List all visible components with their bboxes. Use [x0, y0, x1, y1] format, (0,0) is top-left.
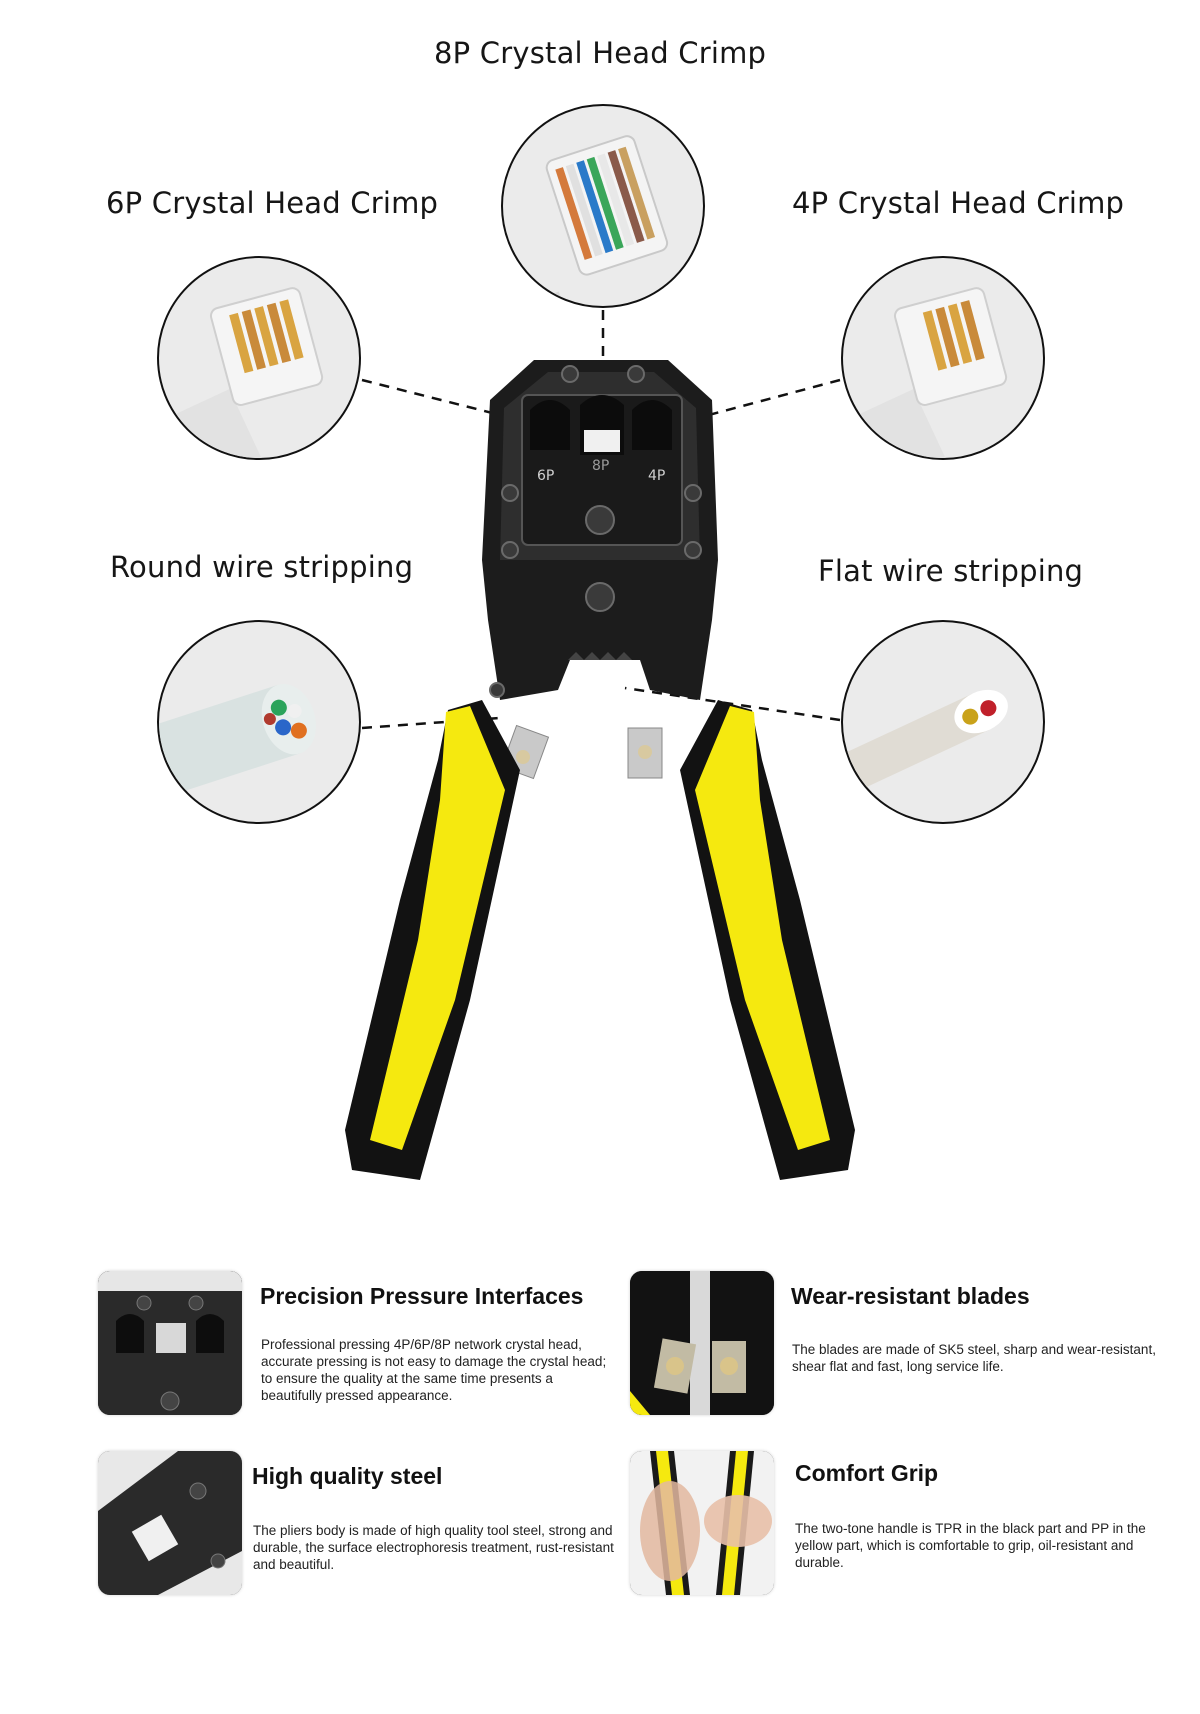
label-6p-crimp: 6P Crystal Head Crimp [106, 186, 439, 220]
6p-connector-image [157, 256, 361, 460]
feature-thumb-steel [98, 1451, 242, 1595]
label-4p-crimp: 4P Crystal Head Crimp [792, 186, 1125, 220]
4p-connector-image [841, 256, 1045, 460]
flat-cable-image [841, 620, 1045, 824]
feature-title-blades: Wear-resistant blades [791, 1283, 1030, 1309]
die-label-4p: 4P [648, 468, 665, 484]
label-round-wire-stripping: Round wire stripping [110, 550, 414, 584]
feature-title-comfort-grip: Comfort Grip [795, 1460, 939, 1486]
feature-thumb-blades [630, 1271, 774, 1415]
die-label-8p: 8P [592, 458, 609, 474]
feature-title-steel: High quality steel [252, 1463, 443, 1489]
die-label-6p: 6P [537, 468, 554, 484]
round-cable-image [157, 620, 361, 824]
label-flat-wire-stripping: Flat wire stripping [818, 554, 1084, 588]
feature-title-precision-pressure: Precision Pressure Interfaces [260, 1283, 584, 1309]
feature-desc-blades: The blades are made of SK5 steel, sharp … [792, 1342, 1156, 1374]
feature-desc-precision-pressure: Professional pressing 4P/6P/8P network c… [261, 1337, 607, 1403]
feature-thumb-precision-pressure [98, 1271, 242, 1415]
feature-thumb-comfort-grip [630, 1451, 774, 1595]
feature-desc-comfort-grip: The two-tone handle is TPR in the black … [795, 1521, 1146, 1570]
crimping-tool-image: 6P 8P 4P [345, 360, 855, 1180]
feature-desc-steel: The pliers body is made of high quality … [253, 1523, 614, 1572]
label-8p-crimp: 8P Crystal Head Crimp [434, 36, 767, 70]
8p-connector-image [501, 104, 705, 308]
